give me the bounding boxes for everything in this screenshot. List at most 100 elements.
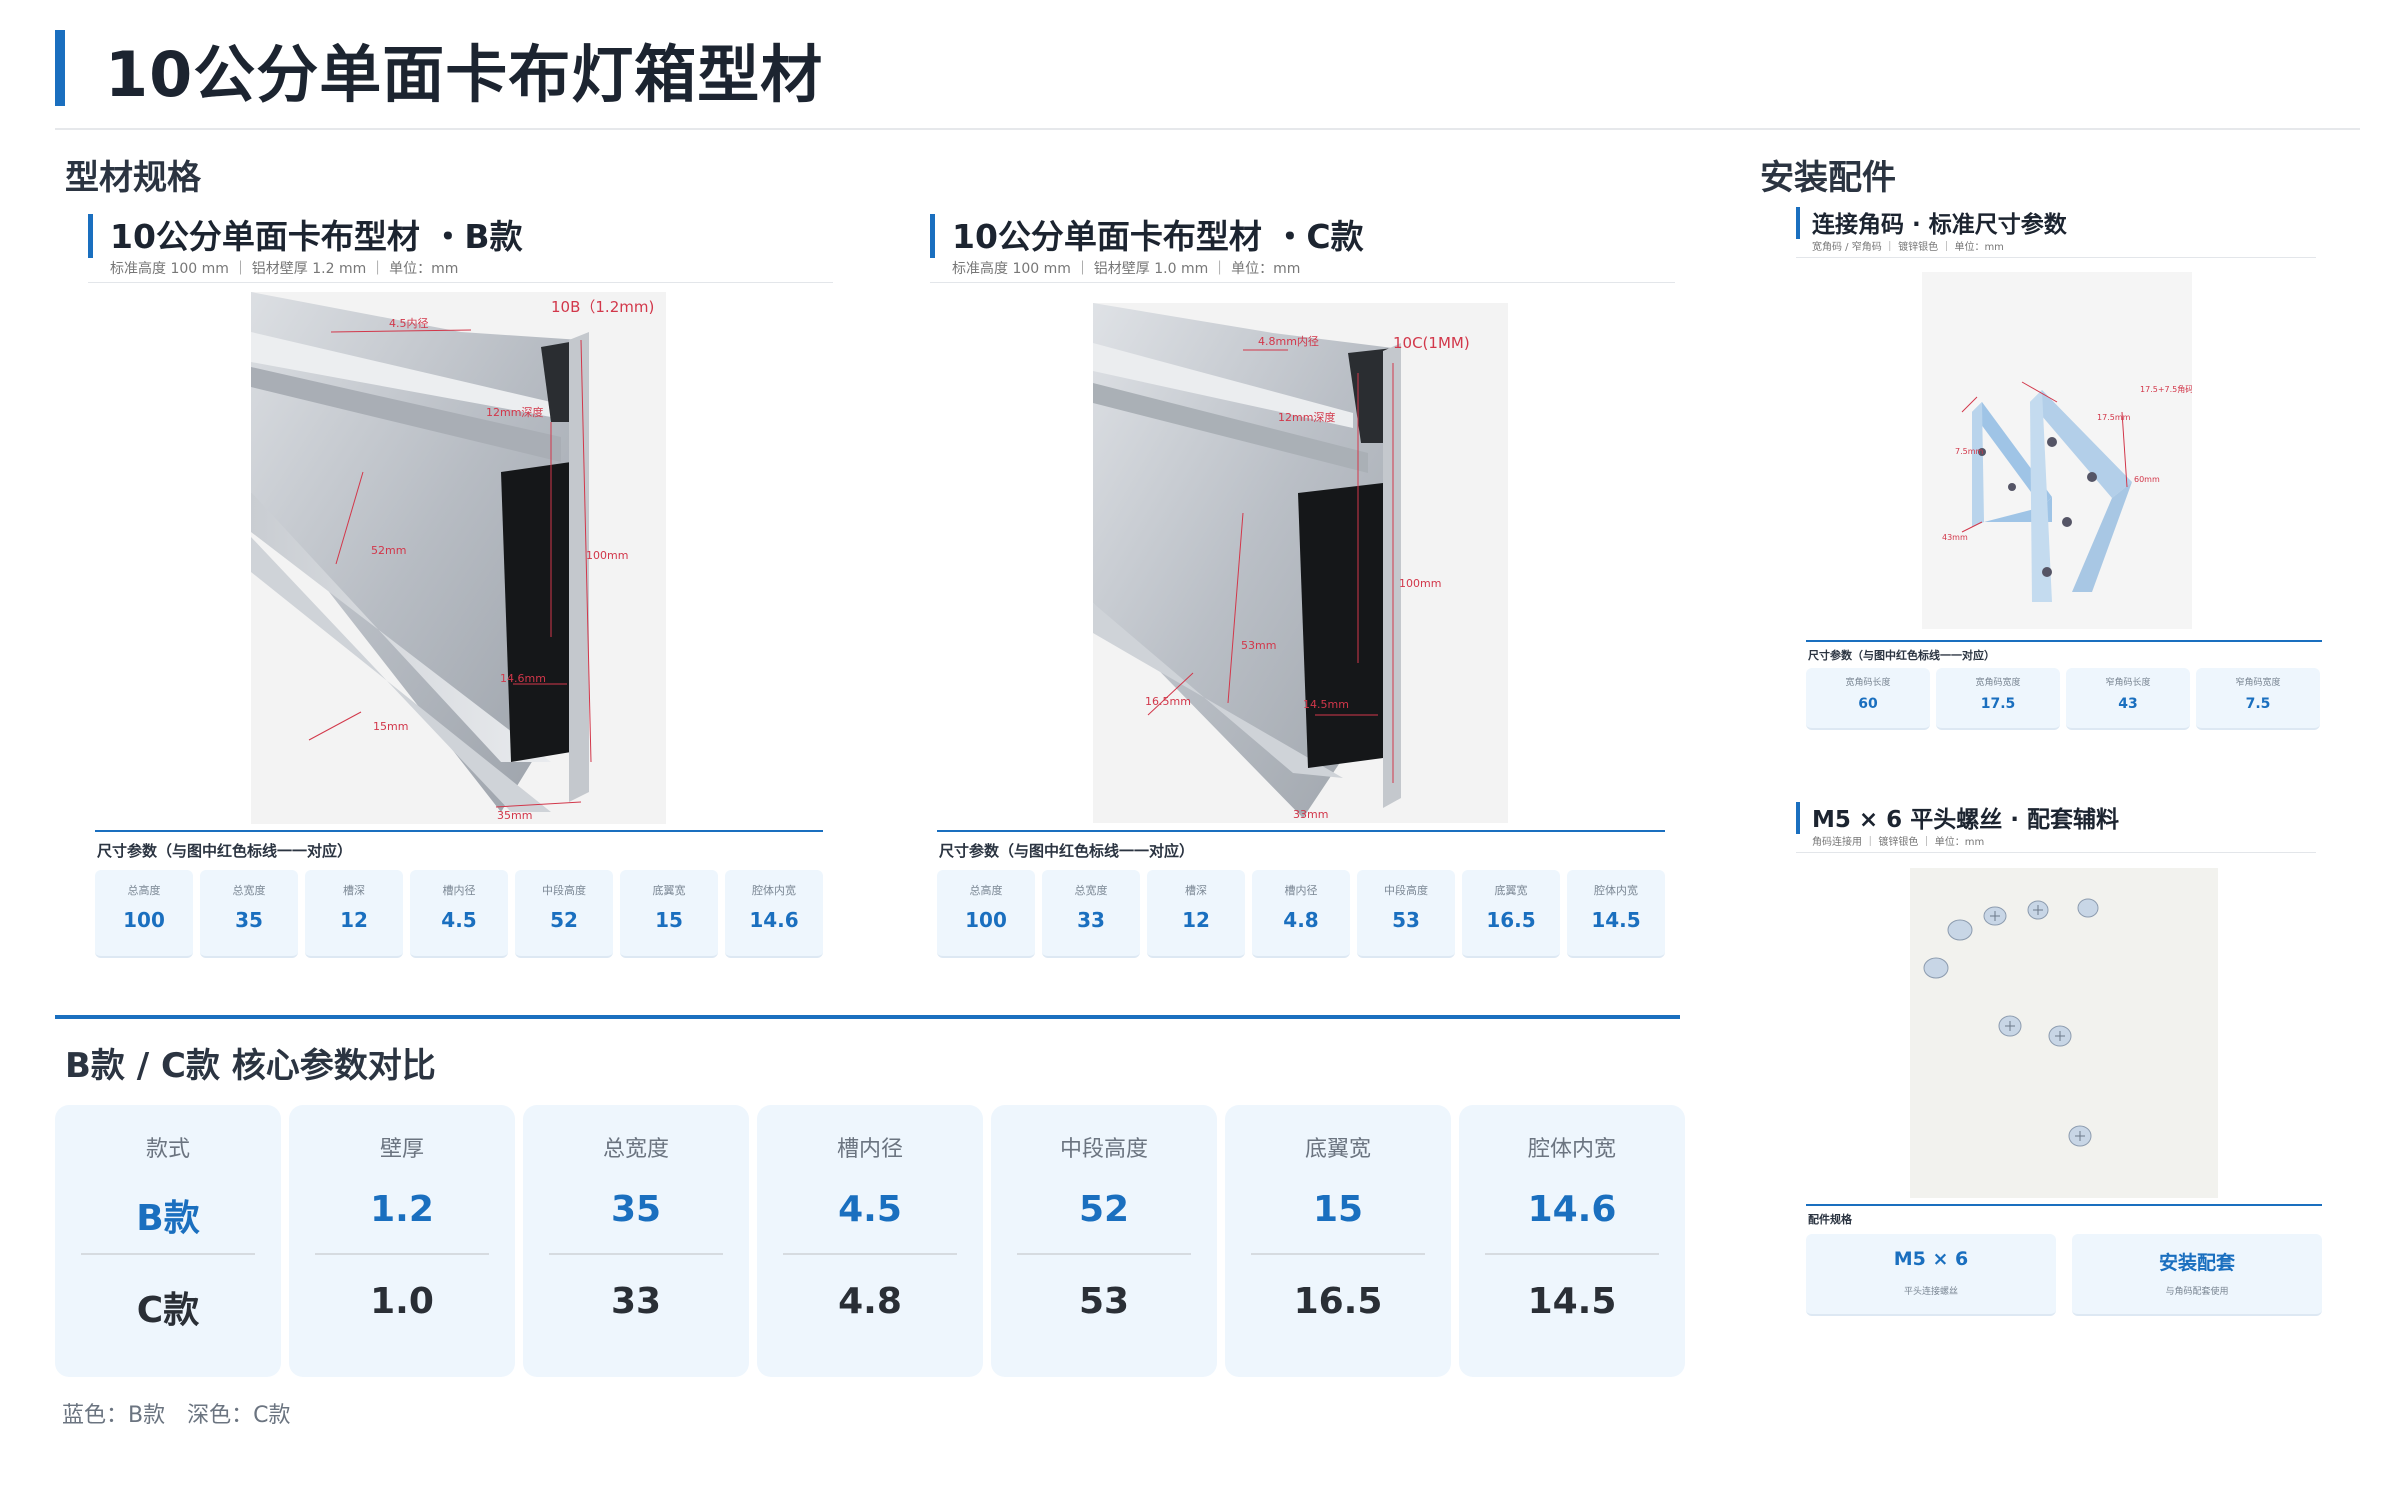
param-value: 14.5 xyxy=(1591,908,1641,932)
param-label: 总宽度 xyxy=(232,884,266,897)
bracket-params-rule xyxy=(1806,640,2322,642)
screw-accent-bar xyxy=(1796,802,1800,834)
profile-b-ann-height: 100mm xyxy=(586,549,628,562)
comparison-separator xyxy=(1251,1253,1425,1255)
param-value: 100 xyxy=(965,908,1007,932)
param-label: 底翼宽 xyxy=(1494,884,1528,897)
profile-b-photo: 10B（1.2mm) 4.5内径 12mm深度 100mm 52mm 14.6m… xyxy=(251,292,666,824)
comparison-rule xyxy=(55,1015,1680,1019)
param-label: 槽深 xyxy=(343,884,365,897)
bracket-rule xyxy=(1796,257,2316,258)
comparison-separator xyxy=(549,1253,723,1255)
profile-b-meta: 标准高度 100 mm ｜ 铝材壁厚 1.2 mm ｜ 单位：mm xyxy=(110,261,459,277)
bracket-params-label: 尺寸参数（与图中红色标线一一对应） xyxy=(1808,649,1995,662)
profile-b-ann-slot-inner: 4.5内径 xyxy=(389,316,429,330)
profile-c-rule xyxy=(930,282,1675,283)
comparison-header: 壁厚 xyxy=(379,1137,424,1162)
param-label: 总高度 xyxy=(127,884,161,897)
param-value: 4.5 xyxy=(441,908,477,932)
comparison-column-cavity: 腔体内宽 14.6 14.5 xyxy=(1459,1105,1685,1377)
profile-c-param-cell: 腔体内宽 14.5 xyxy=(1567,870,1665,958)
param-label: 槽内径 xyxy=(442,884,476,897)
profile-b-accent-bar xyxy=(88,214,93,258)
comparison-header: 槽内径 xyxy=(836,1137,903,1162)
comparison-separator xyxy=(783,1253,957,1255)
profile-c-accent-bar xyxy=(930,214,935,258)
screw-meta: 角码连接用 ｜ 镀锌银色 ｜ 单位：mm xyxy=(1812,837,1985,848)
comparison-legend: 蓝色：B款 深色：C款 xyxy=(62,1403,291,1428)
comparison-c-value: 53 xyxy=(1078,1281,1130,1322)
param-label: 中段高度 xyxy=(1384,884,1428,897)
profile-c-ann-middle: 53mm xyxy=(1241,639,1276,652)
param-value: 33 xyxy=(1077,908,1105,932)
profile-c-ann-flange: 16.5mm xyxy=(1145,695,1191,708)
profile-b-param-cell: 槽内径 4.5 xyxy=(410,870,508,958)
bracket-ann-e: 43mm xyxy=(1942,533,1968,542)
param-value: 35 xyxy=(235,908,263,932)
profiles-section-heading: 型材规格 xyxy=(65,158,201,198)
screw-rule xyxy=(1796,852,2316,853)
profile-b-ann-width: 35mm xyxy=(497,809,532,822)
profile-c-illustration: 10C(1MM) 4.8mm内径 12mm深度 100mm 53mm 14.5m… xyxy=(1093,303,1508,823)
profile-c-param-cell: 槽内径 4.8 xyxy=(1252,870,1350,958)
profile-c-ann-width: 33mm xyxy=(1293,808,1328,821)
profile-c-title: 10公分单面卡布型材 ・C款 xyxy=(952,217,1364,256)
spec-value: 安装配套 xyxy=(2158,1252,2235,1274)
profile-c-param-cell: 底翼宽 16.5 xyxy=(1462,870,1560,958)
comparison-b-value: 1.2 xyxy=(370,1189,434,1230)
comparison-header: 腔体内宽 xyxy=(1527,1137,1616,1162)
param-value: 43 xyxy=(2118,696,2138,712)
bracket-meta: 宽角码 / 窄角码 ｜ 镀锌银色 ｜ 单位：mm xyxy=(1812,242,2004,253)
param-value: 53 xyxy=(1392,908,1420,932)
comparison-c-value: 16.5 xyxy=(1293,1281,1383,1322)
profile-c-photo-label: 10C(1MM) xyxy=(1393,334,1470,352)
comparison-c-value: 4.8 xyxy=(838,1281,902,1322)
bracket-photo: 17.5+7.5角码 17.5mm 7.5mm 60mm 43mm xyxy=(1922,272,2192,629)
comparison-c-value: C款 xyxy=(136,1290,200,1331)
profile-b-ann-cavity: 14.6mm xyxy=(500,672,546,685)
comparison-c-value: 33 xyxy=(610,1281,662,1322)
profile-b-title: 10公分单面卡布型材 ・B款 xyxy=(110,217,523,256)
comparison-separator xyxy=(315,1253,489,1255)
param-label: 总宽度 xyxy=(1074,884,1108,897)
bracket-title: 连接角码 · 标准尺寸参数 xyxy=(1812,212,2067,238)
spec-value: M5 × 6 xyxy=(1893,1248,1969,1270)
comparison-c-value: 14.5 xyxy=(1527,1281,1617,1322)
param-label: 腔体内宽 xyxy=(1594,884,1638,897)
comparison-b-value: 35 xyxy=(610,1189,662,1230)
param-value: 4.8 xyxy=(1283,908,1319,932)
profile-b-photo-label: 10B（1.2mm) xyxy=(551,298,654,316)
comparison-b-value: 14.6 xyxy=(1527,1189,1617,1230)
comparison-separator xyxy=(1485,1253,1659,1255)
profile-c-param-cell: 中段高度 53 xyxy=(1357,870,1455,958)
param-value: 16.5 xyxy=(1486,908,1536,932)
title-accent-bar xyxy=(55,30,65,106)
screw-params-label: 配件规格 xyxy=(1808,1213,1852,1226)
screw-photo xyxy=(1910,868,2218,1198)
bracket-accent-bar xyxy=(1796,207,1800,239)
param-label: 底翼宽 xyxy=(652,884,686,897)
screw-title: M5 × 6 平头螺丝 · 配套辅料 xyxy=(1812,807,2119,833)
param-label: 槽内径 xyxy=(1284,884,1318,897)
comparison-header: 款式 xyxy=(145,1137,190,1162)
profile-b-param-cell: 底翼宽 15 xyxy=(620,870,718,958)
profile-b-params-label: 尺寸参数（与图中红色标线一一对应） xyxy=(97,842,353,860)
param-value: 7.5 xyxy=(2245,696,2271,712)
param-value: 52 xyxy=(550,908,578,932)
param-value: 15 xyxy=(655,908,683,932)
comparison-separator xyxy=(1017,1253,1191,1255)
comparison-b-value: 52 xyxy=(1078,1189,1130,1230)
profile-b-illustration: 10B（1.2mm) 4.5内径 12mm深度 100mm 52mm 14.6m… xyxy=(251,292,666,824)
bracket-ann-c: 7.5mm xyxy=(1955,447,1984,456)
param-label: 窄角码宽度 xyxy=(2235,678,2281,688)
